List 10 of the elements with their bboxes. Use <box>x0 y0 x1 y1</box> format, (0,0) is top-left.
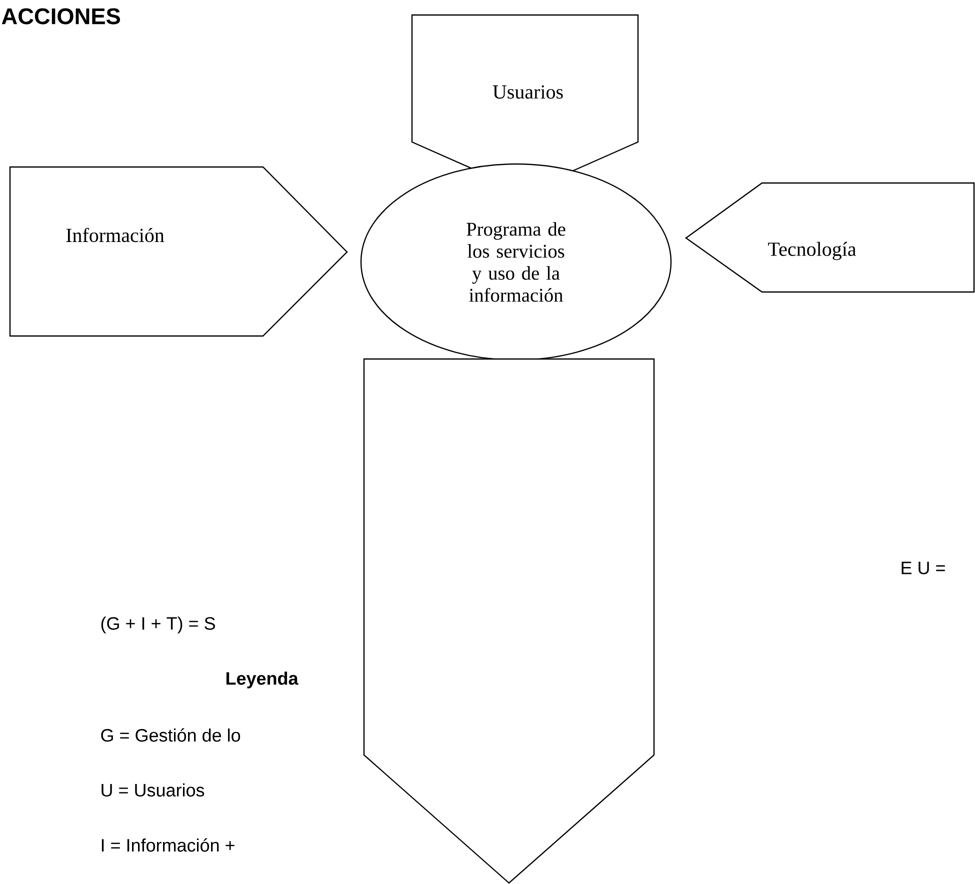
ellipse-node: Programa de los servicios y uso de la información <box>360 163 672 361</box>
legend-entry: G = Gestión de lo <box>101 728 240 742</box>
legend-entry: I = Información + <box>102 838 234 852</box>
pentagon-box: Usuarios <box>411 14 639 193</box>
legend-entry: U = Usuarios <box>102 783 204 797</box>
legend-heading: Leyenda <box>226 672 298 688</box>
formula-text: (G + I + T) = S <box>101 616 215 634</box>
formula-text: E U = <box>902 562 945 574</box>
pentagon-box: Información <box>9 166 348 337</box>
title: ACCIONES <box>2 8 120 24</box>
